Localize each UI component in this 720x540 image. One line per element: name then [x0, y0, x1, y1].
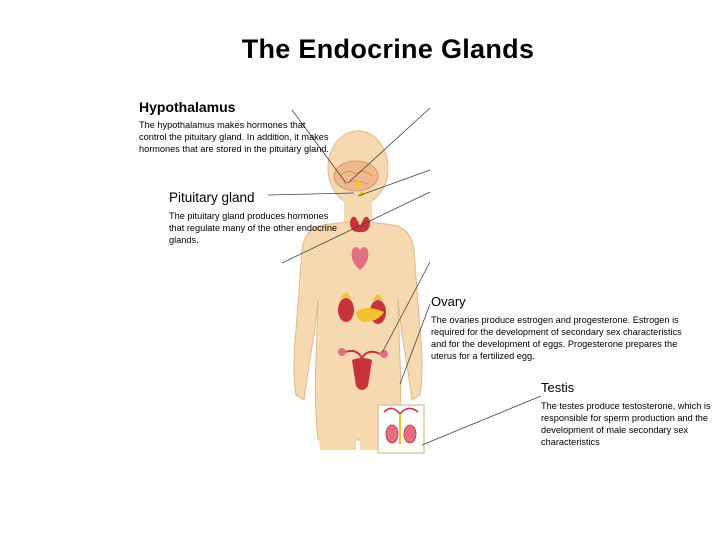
testis-inset — [377, 404, 425, 454]
testis-description: The testes produce testosterone, which i… — [541, 401, 711, 447]
testis-name: Testis — [541, 380, 575, 395]
ovary-name: Ovary — [431, 294, 466, 309]
hypothalamus-name: Hypothalamus — [139, 99, 236, 115]
thymus-icon — [351, 247, 369, 270]
hypothalamus-label: Hypothalamus The hypothalamus makes horm… — [139, 99, 329, 155]
hypothalamus-icon — [354, 180, 362, 188]
leader-lines — [267, 107, 542, 446]
uterus-ovaries-icon — [338, 348, 388, 390]
pituitary-label: Pituitary gland The pituitary gland prod… — [169, 190, 339, 246]
ovary-label: Ovary The ovaries produce estrogen and p… — [431, 294, 691, 362]
testis-label: Testis The testes produce testosterone, … — [541, 380, 716, 448]
pituitary-description: The pituitary gland produces hormones th… — [169, 211, 338, 245]
ovary-description: The ovaries produce estrogen and progest… — [431, 315, 682, 361]
hypothalamus-description: The hypothalamus makes hormones that con… — [139, 120, 329, 154]
pancreas-icon — [356, 308, 384, 322]
pituitary-name: Pituitary gland — [169, 190, 255, 205]
page-title: The Endocrine Glands — [241, 34, 535, 64]
